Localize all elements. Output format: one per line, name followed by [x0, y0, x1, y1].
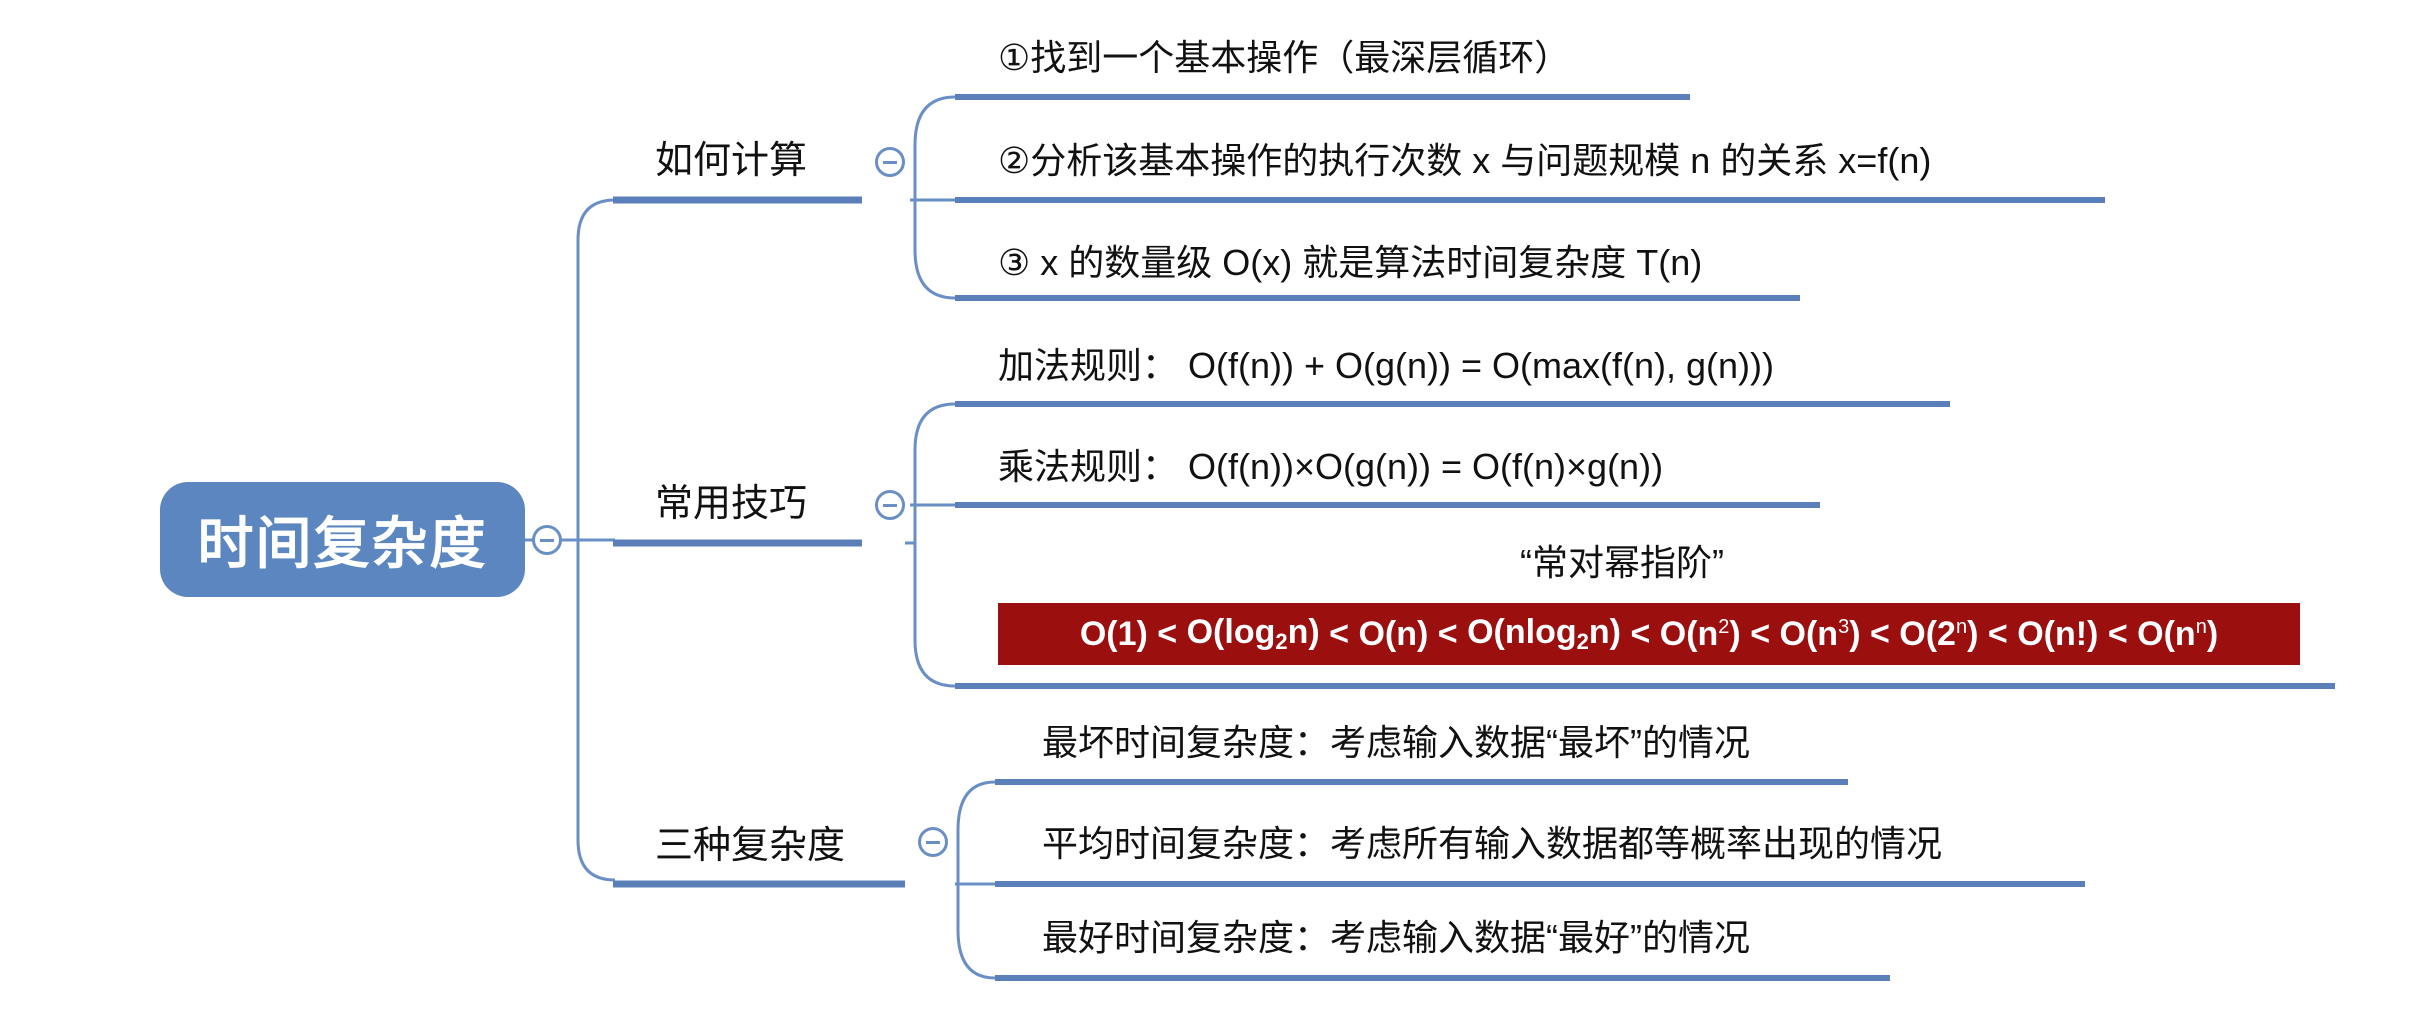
- leaf-multiplication-rule[interactable]: 乘法规则： O(f(n))×O(g(n)) = O(f(n)×g(n)): [998, 446, 1664, 487]
- leaf-step-2[interactable]: ②分析该基本操作的执行次数 x 与问题规模 n 的关系 x=f(n): [998, 140, 1932, 181]
- order-n3: O(n3): [1779, 614, 1861, 653]
- branch-label-common-tricks[interactable]: 常用技巧: [655, 483, 808, 525]
- leaf-best-case[interactable]: 最好时间复杂度：考虑输入数据“最好”的情况: [1042, 917, 1750, 958]
- order-2n: O(2n): [1899, 614, 1979, 653]
- root-node[interactable]: 时间复杂度: [160, 482, 525, 597]
- order-n: O(n): [1358, 614, 1429, 653]
- leaf-average-case[interactable]: 平均时间复杂度：考虑所有输入数据都等概率出现的情况: [1042, 823, 1943, 864]
- mnemonic-text: “常对幂指阶”: [1520, 542, 1724, 583]
- collapse-root-button[interactable]: [532, 525, 562, 555]
- leaf-step-3[interactable]: ③ x 的数量级 O(x) 就是算法时间复杂度 T(n): [998, 242, 1703, 283]
- order-nlog: O(nlog2n): [1467, 613, 1621, 654]
- collapse-branch-3-button[interactable]: [918, 827, 948, 857]
- order-n2: O(n2): [1659, 614, 1741, 653]
- fan-3: [955, 780, 996, 980]
- collapse-branch-2-button[interactable]: [875, 490, 905, 520]
- collapse-branch-1-button[interactable]: [875, 147, 905, 177]
- complexity-order-box[interactable]: O(1) < O(log2n) < O(n) < O(nlog2n) < O(n…: [998, 603, 2300, 665]
- leaf-step-1[interactable]: ①找到一个基本操作（最深层循环）: [998, 37, 1571, 78]
- order-o1: O(1): [1079, 614, 1148, 653]
- fan-1: [910, 95, 956, 300]
- fan-2: [905, 402, 956, 688]
- root-label: 时间复杂度: [197, 512, 488, 575]
- leaf-worst-case[interactable]: 最坏时间复杂度：考虑输入数据“最坏”的情况: [1042, 722, 1750, 763]
- order-nn: O(nn): [2137, 614, 2219, 653]
- branch-label-how-to-compute[interactable]: 如何计算: [655, 140, 808, 182]
- branch-label-three-complexities[interactable]: 三种复杂度: [655, 825, 846, 867]
- order-factorial: O(n!): [2017, 614, 2099, 653]
- order-log: O(log2n): [1186, 613, 1320, 654]
- leaf-addition-rule[interactable]: 加法规则： O(f(n)) + O(g(n)) = O(max(f(n), g(…: [998, 345, 1775, 386]
